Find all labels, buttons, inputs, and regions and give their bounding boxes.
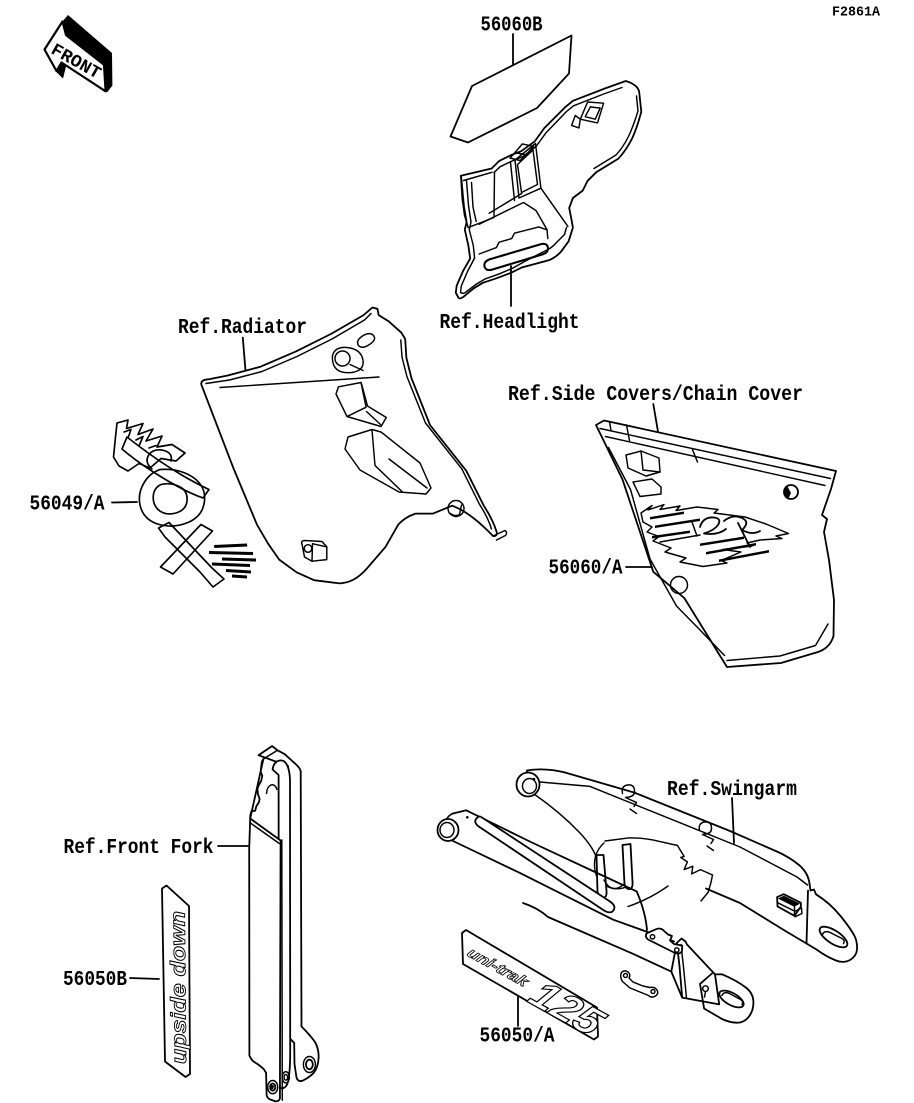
svg-text:Ref.Front Fork: Ref.Front Fork: [64, 837, 214, 860]
svg-text:Ref.Swingarm: Ref.Swingarm: [667, 779, 797, 802]
svg-text:56060B: 56060B: [481, 15, 543, 38]
svg-text:Ref.Side Covers/Chain Cover: Ref.Side Covers/Chain Cover: [508, 384, 803, 407]
svg-text:56049/A: 56049/A: [30, 494, 105, 517]
svg-text:upside down: upside down: [167, 911, 191, 1064]
svg-text:56060/A: 56060/A: [549, 558, 623, 581]
svg-text:F2861A: F2861A: [832, 6, 881, 21]
svg-text:56050B: 56050B: [63, 969, 127, 992]
svg-text:Ref.Headlight: Ref.Headlight: [440, 312, 580, 335]
svg-text:56050/A: 56050/A: [480, 1026, 555, 1049]
svg-text:Ref.Radiator: Ref.Radiator: [178, 317, 307, 340]
